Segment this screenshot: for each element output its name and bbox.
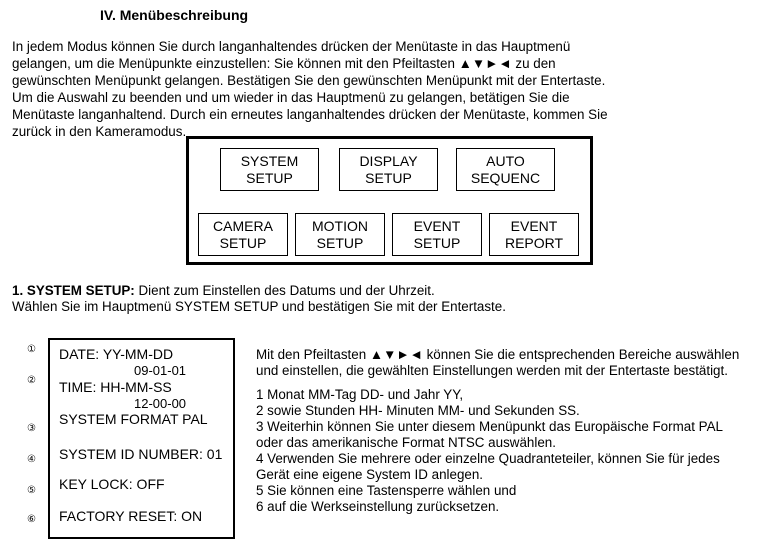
description-line: und einstellen, die gewählten Einstellun…: [256, 363, 728, 378]
osd-time-value: 12-00-00: [134, 396, 187, 411]
menu-item-label: SYSTEM: [240, 152, 299, 169]
menu-item-label: SETUP: [365, 169, 412, 186]
description-item: 6 auf die Werkseinstellung zurücksetzen.: [256, 499, 500, 514]
section-title: 1. SYSTEM SETUP:: [12, 283, 135, 298]
step-marker-1: ①: [27, 344, 36, 355]
description-item: 5 Sie können eine Tastensperre wählen un…: [256, 483, 517, 498]
menu-item-system-setup: SYSTEM SETUP: [220, 148, 319, 191]
osd-time-label: TIME: HH-MM-SS: [59, 379, 172, 395]
osd-key-lock: KEY LOCK: OFF: [59, 476, 165, 492]
menu-item-label: SETUP: [316, 234, 364, 251]
osd-system-setup-menu: DATE: YY-MM-DD 09-01-01 TIME: HH-MM-SS 1…: [48, 338, 235, 539]
menu-item-label: DISPLAY: [359, 152, 418, 169]
osd-factory-reset: FACTORY RESET: ON: [59, 508, 203, 524]
osd-system-format: SYSTEM FORMAT PAL: [59, 411, 208, 427]
menu-item-label: MOTION: [312, 217, 368, 234]
description-item: 2 sowie Stunden HH- Minuten MM- und Seku…: [256, 403, 580, 418]
intro-line: Um die Auswahl zu beenden und um wieder …: [12, 90, 570, 105]
menu-item-label: SETUP: [413, 234, 461, 251]
description-item: 3 Weiterhin können Sie unter diesem Menü…: [256, 419, 723, 434]
step-marker-2: ②: [27, 375, 36, 386]
description-item: Gerät eine eigene System ID anlegen.: [256, 467, 484, 482]
main-menu-diagram: SYSTEM SETUP DISPLAY SETUP AUTO SEQUENC …: [186, 136, 593, 265]
menu-item-event-report: EVENT REPORT: [489, 213, 579, 256]
osd-date-value: 09-01-01: [134, 363, 187, 378]
menu-item-auto-sequenc: AUTO SEQUENC: [456, 148, 555, 191]
menu-item-display-setup: DISPLAY SETUP: [339, 148, 438, 191]
step-marker-6: ⑥: [27, 514, 36, 525]
intro-line: gewünschten Menüpunkt gelangen. Bestätig…: [12, 73, 606, 88]
intro-line: zurück in den Kameramodus.: [12, 124, 187, 139]
osd-date-label: DATE: YY-MM-DD: [59, 346, 174, 362]
menu-item-label: CAMERA: [213, 217, 273, 234]
osd-system-id: SYSTEM ID NUMBER: 01: [59, 446, 223, 462]
intro-line: In jedem Modus können Sie durch langanha…: [12, 39, 571, 54]
intro-line: gelangen, um die Menüpunkte einzustellen…: [12, 56, 556, 71]
system-setup-section: 1. SYSTEM SETUP: Dient zum Einstellen de…: [12, 283, 506, 315]
description-item: oder das amerikanische Format NTSC auswä…: [256, 435, 556, 450]
menu-item-label: SEQUENC: [470, 169, 541, 186]
intro-line: Menütaste langanhaltend. Durch ein erneu…: [12, 107, 608, 122]
menu-item-label: EVENT: [510, 217, 558, 234]
menu-item-label: REPORT: [504, 234, 564, 251]
menu-item-camera-setup: CAMERA SETUP: [198, 213, 288, 256]
menu-item-label: EVENT: [413, 217, 461, 234]
description-item: 4 Verwenden Sie mehrere oder einzelne Qu…: [256, 451, 720, 466]
section-title-line: 1. SYSTEM SETUP: Dient zum Einstellen de…: [12, 283, 506, 299]
menu-item-label: SETUP: [219, 234, 267, 251]
section-heading: IV. Menübeschreibung: [100, 7, 249, 23]
description-text: Mit den Pfeiltasten ▲▼►◄ können Sie die …: [256, 347, 739, 515]
section-title-rest: Dient zum Einstellen des Datums und der …: [134, 283, 435, 298]
step-marker-5: ⑤: [27, 485, 36, 496]
step-marker-4: ④: [27, 454, 36, 465]
menu-item-event-setup: EVENT SETUP: [392, 213, 482, 256]
menu-item-label: AUTO: [486, 152, 525, 169]
intro-paragraph: In jedem Modus können Sie durch langanha…: [12, 38, 608, 140]
description-line: Mit den Pfeiltasten ▲▼►◄ können Sie die …: [256, 347, 740, 362]
menu-item-motion-setup: MOTION SETUP: [295, 213, 385, 256]
step-marker-3: ③: [27, 423, 36, 434]
description-item: 1 Monat MM-Tag DD- und Jahr YY,: [256, 387, 464, 402]
section-line: Wählen Sie im Hauptmenü SYSTEM SETUP und…: [12, 299, 506, 314]
menu-item-label: SETUP: [246, 169, 293, 186]
